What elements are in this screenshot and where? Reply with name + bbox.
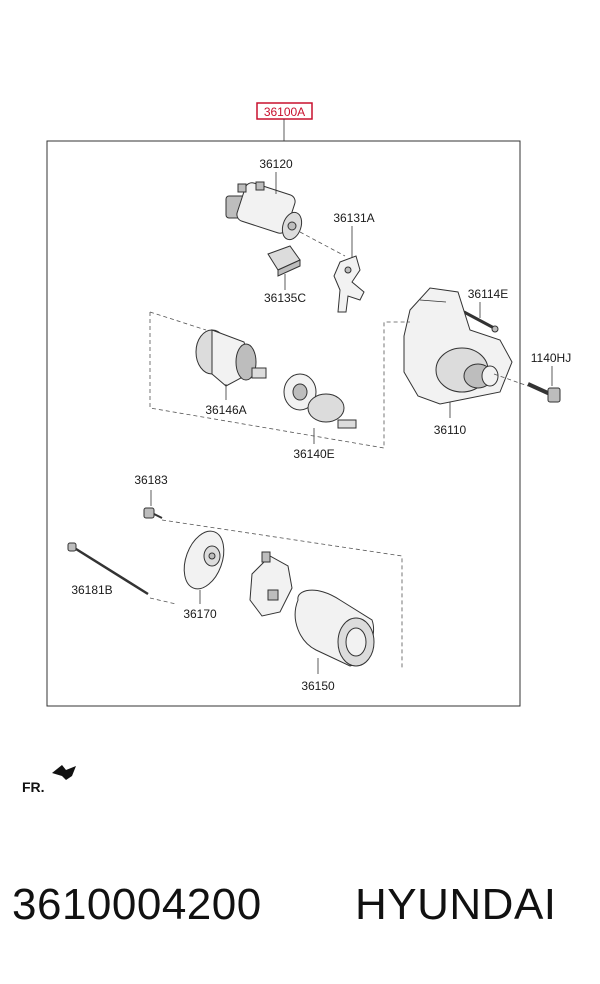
rear-cover-part[interactable] bbox=[177, 526, 231, 595]
lower-group-outline bbox=[161, 519, 403, 668]
lever-label[interactable]: 36131A bbox=[333, 211, 374, 225]
solenoid-axis bbox=[299, 231, 346, 257]
lower-axis bbox=[149, 597, 177, 605]
solenoid-part[interactable] bbox=[225, 181, 305, 242]
front-housing-label[interactable]: 36110 bbox=[434, 423, 467, 437]
middle-group-top bbox=[149, 311, 207, 331]
solenoid-label[interactable]: 36120 bbox=[259, 157, 293, 171]
through-bolt-part[interactable] bbox=[67, 542, 149, 596]
yoke-label[interactable]: 36150 bbox=[301, 679, 335, 693]
brush-plate-part[interactable] bbox=[249, 551, 293, 617]
drive-gear-label[interactable]: 36140E bbox=[293, 447, 334, 461]
bolt-housing-part[interactable] bbox=[463, 310, 499, 333]
plunger-part[interactable] bbox=[267, 245, 301, 277]
armature-part[interactable] bbox=[195, 329, 267, 387]
brand-name: HYUNDAI bbox=[355, 880, 557, 929]
plunger-label[interactable]: 36135C bbox=[264, 291, 306, 305]
lever-part[interactable] bbox=[333, 255, 365, 313]
part-number: 3610004200 bbox=[12, 880, 262, 929]
assembly-frame bbox=[46, 140, 521, 707]
mounting-bolt-part[interactable] bbox=[527, 382, 561, 403]
rear-cover-label[interactable]: 36170 bbox=[183, 607, 217, 621]
assembly-label-box bbox=[256, 102, 313, 120]
middle-group-outline bbox=[149, 312, 410, 449]
bolt-housing-label[interactable]: 36114E bbox=[468, 287, 508, 301]
screw-part[interactable] bbox=[143, 507, 163, 519]
housing-axis bbox=[493, 373, 529, 387]
yoke-part[interactable] bbox=[294, 589, 375, 667]
assembly-label[interactable]: 36100A bbox=[264, 105, 305, 119]
direction-arrow-icon bbox=[52, 765, 76, 780]
direction-label: FR. bbox=[22, 779, 45, 795]
drive-gear-part[interactable] bbox=[283, 373, 357, 429]
screw-label[interactable]: 36183 bbox=[134, 473, 168, 487]
mounting-bolt-label[interactable]: 1140HJ bbox=[531, 351, 571, 365]
front-housing-part[interactable] bbox=[403, 287, 513, 405]
caption: 3610004200 HYUNDAI bbox=[0, 872, 600, 952]
through-bolt-label[interactable]: 36181B bbox=[71, 583, 112, 597]
armature-label[interactable]: 36146A bbox=[205, 403, 246, 417]
